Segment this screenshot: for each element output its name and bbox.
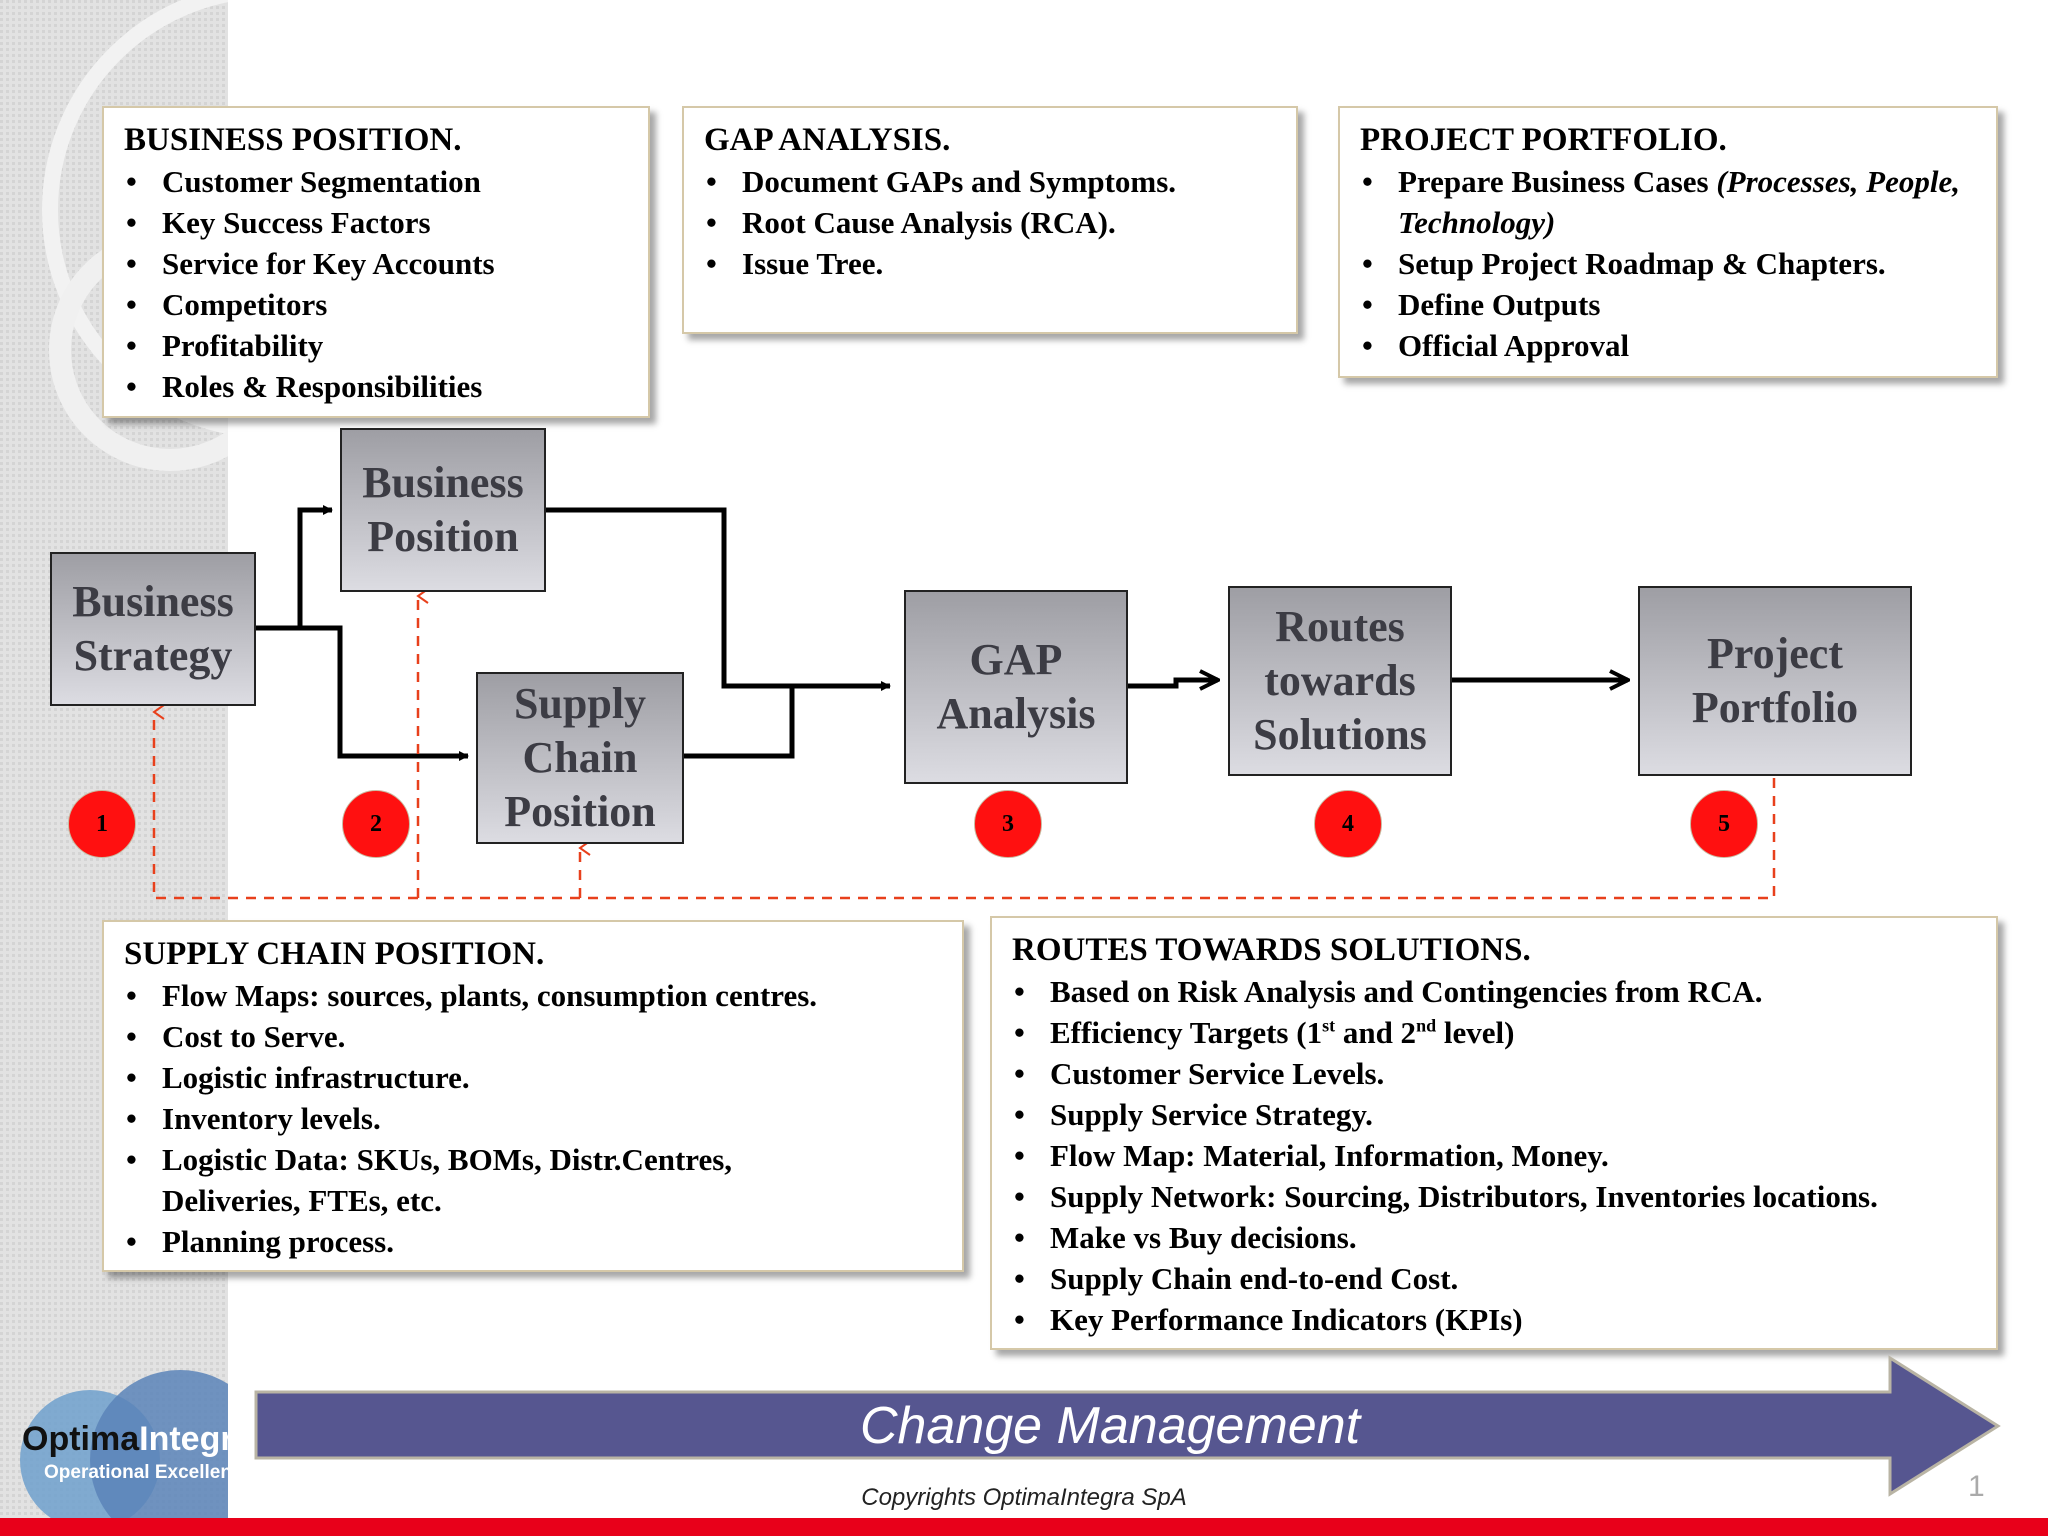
connector-strategy-to-business-position xyxy=(256,505,333,631)
node-label-line: GAP xyxy=(969,635,1063,684)
step-badge-4: 4 xyxy=(1314,790,1382,858)
logo-text-part2: Integra xyxy=(139,1420,253,1458)
node-label-line: Business xyxy=(362,458,524,507)
list-item: Inventory levels. xyxy=(124,1098,942,1139)
list-item: Customer Segmentation xyxy=(124,161,628,202)
supply-chain-position-list: Flow Maps: sources, plants, consumption … xyxy=(124,975,942,1262)
list-item: Customer Service Levels. xyxy=(1012,1053,1976,1094)
business-position-box-title: BUSINESS POSITION. xyxy=(124,122,462,158)
logo-text-part1: Optima xyxy=(22,1420,140,1458)
project-portfolio-box: PROJECT PORTFOLIO. Prepare Business Case… xyxy=(1338,106,1998,378)
list-item-text: level) xyxy=(1436,1015,1515,1050)
list-item: Efficiency Targets (1st and 2nd level) xyxy=(1012,1012,1976,1053)
list-item: Service for Key Accounts xyxy=(124,243,628,284)
list-item: Profitability xyxy=(124,325,628,366)
page-number: 1 xyxy=(1968,1470,1985,1503)
business-position-box: BUSINESS POSITION. Customer Segmentation… xyxy=(102,106,650,418)
node-label-line: Position xyxy=(367,512,519,561)
project-portfolio-list: Prepare Business Cases (Processes, Peopl… xyxy=(1360,161,1976,366)
list-item-text: Prepare Business Cases xyxy=(1398,164,1717,199)
list-item: Flow Maps: sources, plants, consumption … xyxy=(124,975,942,1016)
step-badge-3: 3 xyxy=(974,790,1042,858)
list-item: Based on Risk Analysis and Contingencies… xyxy=(1012,971,1976,1012)
list-item: Competitors xyxy=(124,284,628,325)
list-item: Logistic infrastructure. xyxy=(124,1057,942,1098)
list-item: Planning process. xyxy=(124,1221,942,1262)
node-label-line: Strategy xyxy=(73,631,233,680)
list-item: Define Outputs xyxy=(1360,284,1976,325)
list-item: Setup Project Roadmap & Chapters. xyxy=(1360,243,1976,284)
node-label-line: Solutions xyxy=(1253,710,1427,759)
connector-business-position-to-gap xyxy=(546,507,891,691)
logo-tagline: Operational Excellence xyxy=(44,1462,254,1483)
list-item: Logistic Data: SKUs, BOMs, Distr.Centres… xyxy=(124,1139,842,1221)
gap-analysis-box-title: GAP ANALYSIS. xyxy=(704,122,951,158)
list-item: Roles & Responsibilities xyxy=(124,366,628,407)
list-item: Supply Service Strategy. xyxy=(1012,1094,1976,1135)
step-badge-5: 5 xyxy=(1690,790,1758,858)
supply-chain-position-box: SUPPLY CHAIN POSITION. Flow Maps: source… xyxy=(102,920,964,1272)
list-item: Make vs Buy decisions. xyxy=(1012,1217,1976,1258)
node-gap-analysis: GAP Analysis xyxy=(904,590,1128,784)
footer-bar xyxy=(0,1518,2048,1536)
list-item-text: and 2 xyxy=(1335,1015,1417,1050)
node-label-line: Supply xyxy=(513,679,647,728)
project-portfolio-box-title: PROJECT PORTFOLIO. xyxy=(1360,122,1727,158)
supply-chain-position-box-title: SUPPLY CHAIN POSITION. xyxy=(124,936,545,972)
list-item: Official Approval xyxy=(1360,325,1976,366)
change-management-label: Change Management xyxy=(859,1397,1361,1455)
copyright-text: Copyrights OptimaIntegra SpA xyxy=(861,1484,1187,1511)
list-item: Flow Map: Material, Information, Money. xyxy=(1012,1135,1976,1176)
node-label-line: towards xyxy=(1264,656,1416,705)
list-item-italic: (Processes, People, Technology) xyxy=(1398,164,1960,240)
company-logo: OptimaIntegra xyxy=(22,1420,252,1459)
routes-towards-solutions-list: Based on Risk Analysis and Contingencies… xyxy=(1012,971,1976,1340)
superscript: nd xyxy=(1416,1015,1437,1036)
routes-towards-solutions-box-title: ROUTES TOWARDS SOLUTIONS. xyxy=(1012,932,1531,968)
list-item: Key Success Factors xyxy=(124,202,628,243)
node-label-line: Position xyxy=(504,787,656,836)
list-item: Root Cause Analysis (RCA). xyxy=(704,202,1276,243)
business-position-list: Customer Segmentation Key Success Factor… xyxy=(124,161,628,407)
list-item: Issue Tree. xyxy=(704,243,1276,284)
list-item: Supply Chain end-to-end Cost. xyxy=(1012,1258,1976,1299)
list-item-text: Efficiency Targets (1 xyxy=(1050,1015,1323,1050)
list-item: Document GAPs and Symptoms. xyxy=(704,161,1276,202)
superscript: st xyxy=(1322,1015,1336,1036)
connector-supply-chain-to-gap xyxy=(684,686,795,759)
connector-strategy-to-supply-chain xyxy=(256,625,469,761)
connector-gap-to-routes xyxy=(1128,680,1218,686)
node-label-line: Routes xyxy=(1275,602,1405,651)
list-item: Prepare Business Cases (Processes, Peopl… xyxy=(1360,161,1976,243)
node-label-line: Portfolio xyxy=(1691,683,1859,732)
gap-analysis-list: Document GAPs and Symptoms. Root Cause A… xyxy=(704,161,1276,284)
node-label-line: Business xyxy=(72,577,234,626)
node-label-line: Project xyxy=(1707,629,1843,678)
node-label-line: Analysis xyxy=(936,689,1096,738)
list-item: Supply Network: Sourcing, Distributors, … xyxy=(1012,1176,1976,1217)
list-item: Cost to Serve. xyxy=(124,1016,942,1057)
gap-analysis-box: GAP ANALYSIS. Document GAPs and Symptoms… xyxy=(682,106,1298,334)
list-item: Key Performance Indicators (KPIs) xyxy=(1012,1299,1976,1340)
step-badge-1: 1 xyxy=(68,790,136,858)
node-label-line: Chain xyxy=(522,733,638,782)
step-badge-2: 2 xyxy=(342,790,410,858)
routes-towards-solutions-box: ROUTES TOWARDS SOLUTIONS. Based on Risk … xyxy=(990,916,1998,1350)
